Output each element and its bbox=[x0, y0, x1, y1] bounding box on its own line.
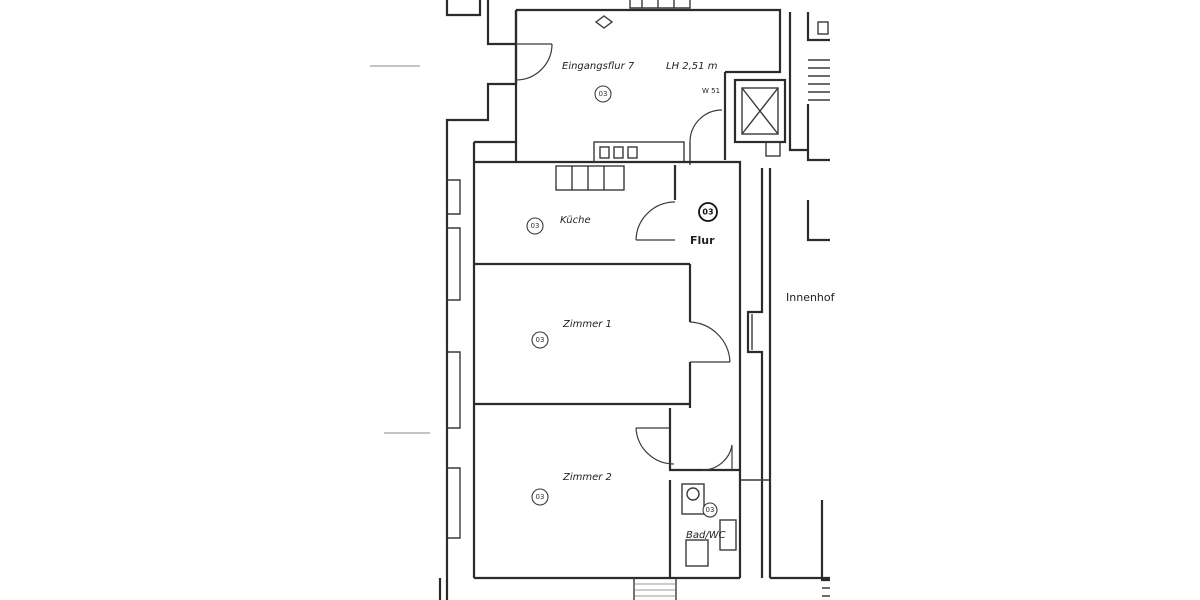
small-note: W 51 bbox=[702, 87, 720, 95]
lift-shaft bbox=[733, 78, 787, 157]
room-1-number-circle bbox=[531, 331, 549, 349]
entrance-number: 03 bbox=[599, 90, 608, 98]
hall-number-circle bbox=[698, 202, 718, 222]
kitchen-number-circle bbox=[526, 217, 544, 235]
bottom-stair bbox=[438, 578, 830, 600]
room-2-number: 03 bbox=[536, 493, 545, 501]
courtyard-label: Innenhof bbox=[786, 291, 836, 304]
top-neighbour-walls bbox=[445, 0, 782, 46]
hallway bbox=[688, 160, 742, 578]
bath-number: 03 bbox=[706, 506, 715, 514]
room-1 bbox=[474, 321, 731, 406]
entrance-hall bbox=[514, 10, 782, 165]
hall-label: Flur bbox=[690, 234, 715, 247]
room-2 bbox=[474, 408, 740, 580]
bathroom bbox=[681, 444, 737, 567]
room-1-label: Zimmer 1 bbox=[562, 319, 612, 330]
entrance-height-note: LH 2,51 m bbox=[666, 61, 718, 72]
room-2-label: Zimmer 2 bbox=[562, 472, 612, 483]
room-2-number-circle bbox=[531, 488, 549, 506]
stair-block bbox=[788, 12, 830, 242]
bath-number-circle bbox=[702, 502, 718, 518]
entrance-number-circle bbox=[594, 85, 612, 103]
entrance-label: Eingangsflur 7 bbox=[562, 61, 635, 72]
hall-number: 03 bbox=[702, 208, 713, 217]
courtyard bbox=[740, 168, 830, 582]
room-1-number: 03 bbox=[536, 336, 545, 344]
bath-label: Bad/WC bbox=[686, 530, 726, 541]
kitchen-label: Küche bbox=[560, 215, 591, 226]
kitchen-number: 03 bbox=[531, 222, 540, 230]
kitchen bbox=[474, 160, 690, 266]
